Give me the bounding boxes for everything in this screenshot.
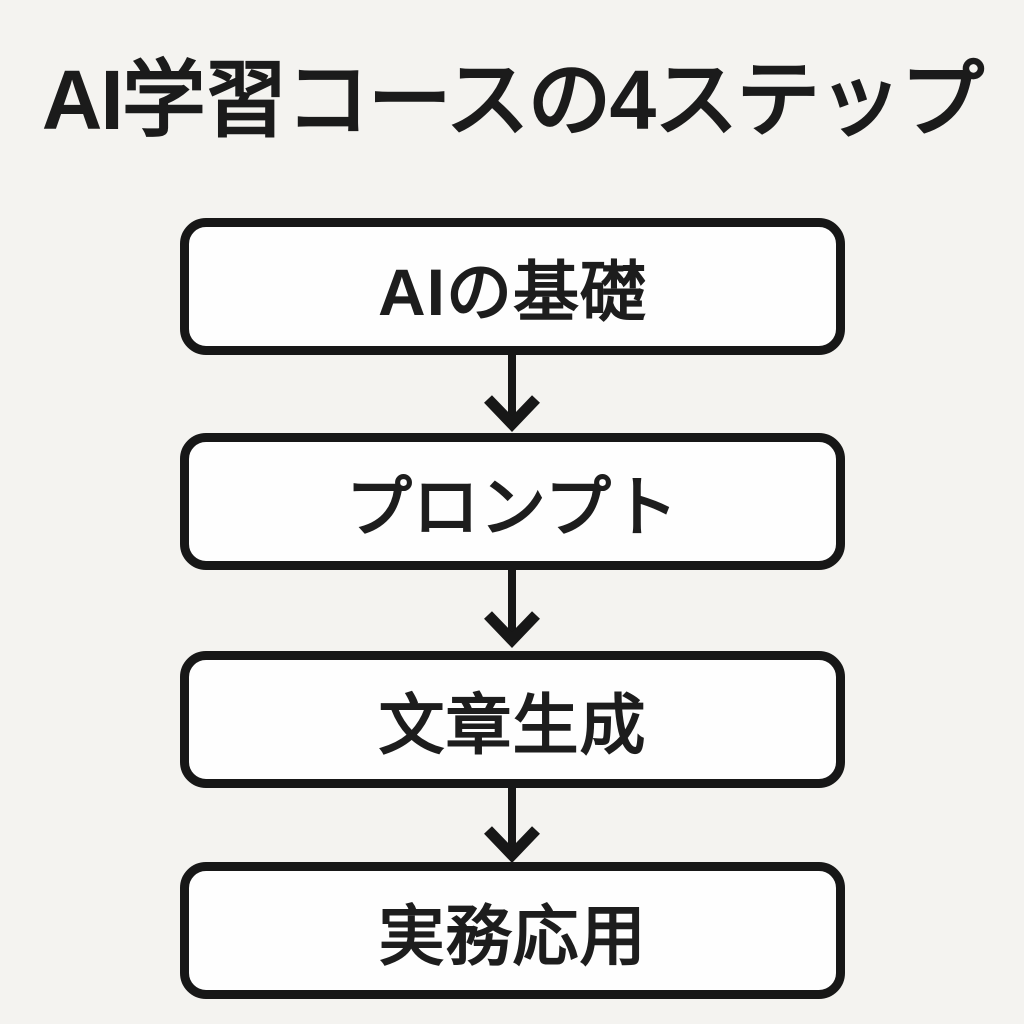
step-label: AIの基礎 — [378, 254, 647, 329]
page-title: AI学習コースの4ステップ — [41, 53, 985, 147]
step-label: プロンプト — [345, 469, 680, 544]
down-arrow-icon — [480, 353, 544, 433]
down-arrow-icon — [480, 569, 544, 649]
step-box-practical-application: 実務応用 — [180, 862, 845, 999]
step-box-prompt: プロンプト — [180, 433, 845, 570]
step-box-text-generation: 文章生成 — [180, 651, 845, 788]
step-label: 文章生成 — [378, 687, 647, 762]
down-arrow-icon — [480, 784, 544, 864]
step-label: 実務応用 — [378, 898, 647, 973]
step-box-ai-basics: AIの基礎 — [180, 218, 845, 355]
